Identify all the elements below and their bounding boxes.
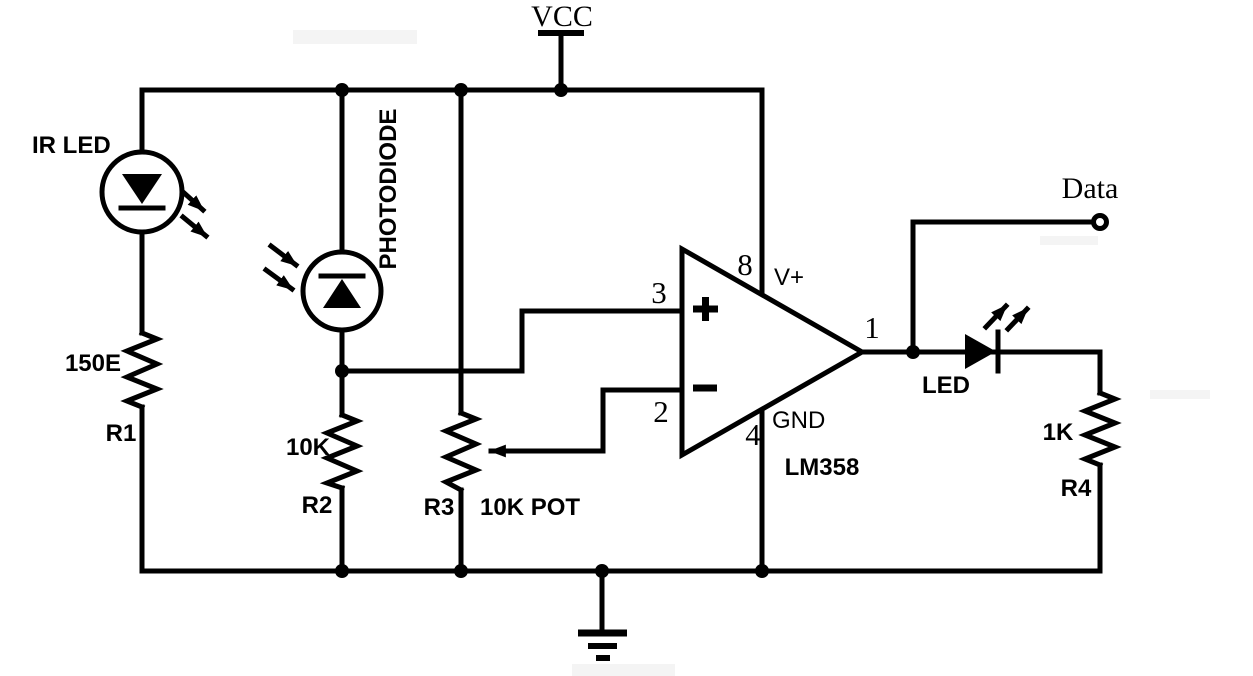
watermark-ghost-right <box>1040 236 1098 245</box>
junction-dot <box>335 83 349 97</box>
watermark-ghost-top <box>293 30 417 44</box>
wire-noninverting-input <box>339 308 685 374</box>
junction-dot <box>454 83 468 97</box>
r4-value-label: 1K <box>1043 419 1074 446</box>
indicator-led-label: LED <box>922 372 970 399</box>
indicator-led-symbol <box>965 302 1031 374</box>
ir-led-diode-triangle <box>122 174 162 204</box>
junction-dot <box>335 564 349 578</box>
r4-ref-label: R4 <box>1061 475 1092 502</box>
photodiode-label: PHOTODIODE <box>375 109 402 270</box>
ground-symbol <box>578 568 627 661</box>
data-terminal-circle <box>1091 213 1109 231</box>
ir-led-emission-arrow-2 <box>179 213 210 240</box>
r1-value-label: 150E <box>65 350 121 377</box>
opamp-triangle <box>679 244 868 460</box>
r3-value-label: 10K POT <box>480 494 580 521</box>
r1-ref-label: R1 <box>106 420 137 447</box>
wire-inverting-input <box>600 387 685 454</box>
opamp-part-label: LM358 <box>785 454 860 481</box>
r2-value-label: 10K <box>286 434 331 461</box>
wire-data-branch <box>910 219 1094 355</box>
ir-led-emission-arrow-1 <box>179 188 207 214</box>
opamp-symbol <box>679 244 868 460</box>
opamp-gnd-label: GND <box>772 407 825 434</box>
junction-dots <box>335 83 920 578</box>
indicator-led-emission-arrow-2 <box>1004 305 1031 333</box>
opamp-pin2-number: 2 <box>653 394 669 429</box>
r2-ref-label: R2 <box>302 492 333 519</box>
junction-dot <box>595 564 609 578</box>
photodiode-light-arrow-1 <box>267 242 300 269</box>
data-label: Data <box>1062 172 1119 205</box>
r3-ref-label: R3 <box>424 494 455 521</box>
watermark-ghost-bottom <box>572 664 675 676</box>
vcc-label: VCC <box>531 0 593 33</box>
junction-dot <box>335 364 349 378</box>
junction-dot <box>554 83 568 97</box>
opamp-pin1-number: 1 <box>864 310 880 345</box>
resistor-r2-symbol <box>319 411 364 492</box>
indicator-led-emission-arrow-1 <box>982 302 1010 331</box>
resistor-r1-symbol <box>120 329 164 411</box>
photodiode-diode-triangle <box>323 279 361 308</box>
junction-dot <box>755 564 769 578</box>
junction-dot <box>906 345 920 359</box>
photodiode-light-arrow-2 <box>262 266 296 293</box>
ir-led-label: IR LED <box>32 132 111 159</box>
wires <box>139 30 1103 574</box>
ir-led-symbol <box>99 149 210 240</box>
opamp-pin3-number: 3 <box>651 275 667 310</box>
indicator-led-triangle <box>965 334 996 369</box>
watermark-ghost-right2 <box>1150 390 1210 399</box>
photodiode-symbol <box>262 242 384 333</box>
opamp-pin4-number: 4 <box>745 417 761 452</box>
opamp-vplus-label: V+ <box>774 264 804 291</box>
opamp-pin8-number: 8 <box>737 247 753 282</box>
junction-dot <box>454 564 468 578</box>
resistor-r3-pot-symbol <box>439 409 483 494</box>
resistor-r4-symbol <box>1078 389 1122 469</box>
